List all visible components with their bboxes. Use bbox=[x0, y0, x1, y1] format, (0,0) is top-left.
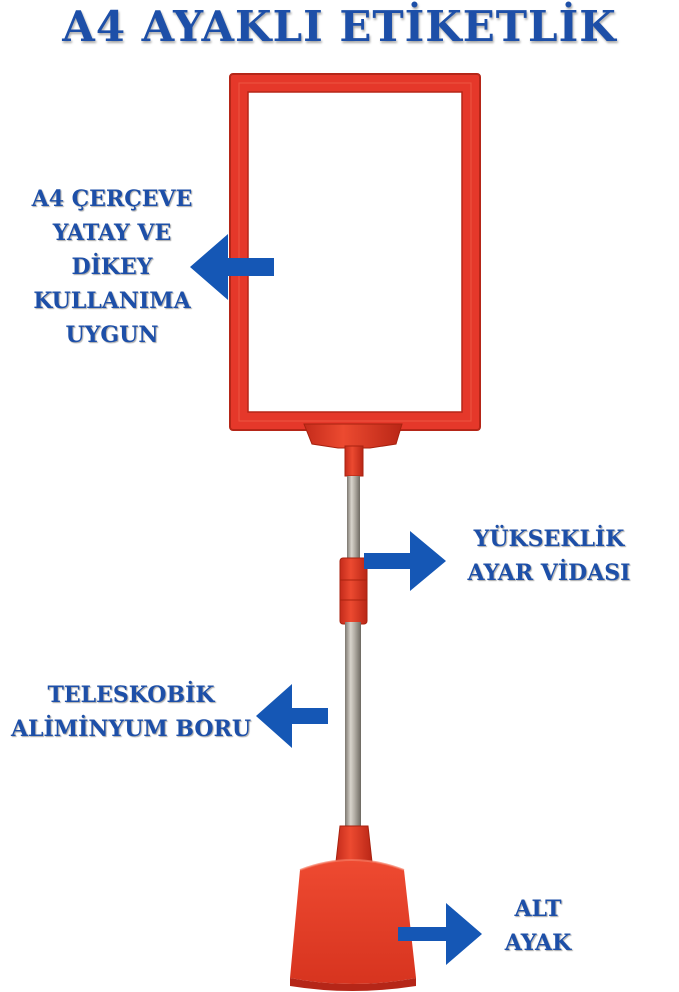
callout-line: A4 ÇERÇEVE bbox=[31, 186, 193, 212]
arrow-right-icon bbox=[364, 531, 446, 591]
height-adjust-collar bbox=[339, 557, 368, 625]
arrow-left-icon bbox=[256, 684, 328, 748]
callout-line: TELESKOBİK bbox=[47, 682, 215, 708]
arrow-left-icon bbox=[190, 234, 274, 300]
a4-frame bbox=[229, 73, 481, 431]
base-callout: ALT AYAK bbox=[488, 892, 588, 960]
frame-callout: A4 ÇERÇEVE YATAY VE DİKEY KULLANIMA UYGU… bbox=[6, 182, 218, 352]
callout-line: YÜKSEKLİK bbox=[473, 526, 625, 552]
pole-callout: TELESKOBİK ALİMİNYUM BORU bbox=[0, 678, 262, 746]
page-title: A4 AYAKLI ETİKETLİK bbox=[62, 2, 617, 51]
callout-line: UYGUN bbox=[65, 322, 159, 349]
arrow-right-icon bbox=[398, 903, 482, 965]
callout-line: AYAR VİDASI bbox=[467, 560, 631, 587]
callout-line: KULLANIMA bbox=[33, 288, 191, 315]
upper-pole bbox=[347, 476, 360, 561]
callout-line: YATAY VE bbox=[52, 220, 172, 247]
height-screw-callout: YÜKSEKLİK AYAR VİDASI bbox=[444, 522, 654, 590]
base-collar bbox=[335, 825, 373, 863]
callout-line: ALİMİNYUM BORU bbox=[10, 716, 252, 743]
lower-pole bbox=[345, 622, 361, 827]
frame-clamp bbox=[303, 423, 403, 477]
callout-line: AYAK bbox=[504, 930, 572, 957]
callout-line: ALT bbox=[514, 896, 562, 922]
base-foot bbox=[290, 859, 416, 991]
callout-line: DİKEY bbox=[71, 254, 153, 281]
